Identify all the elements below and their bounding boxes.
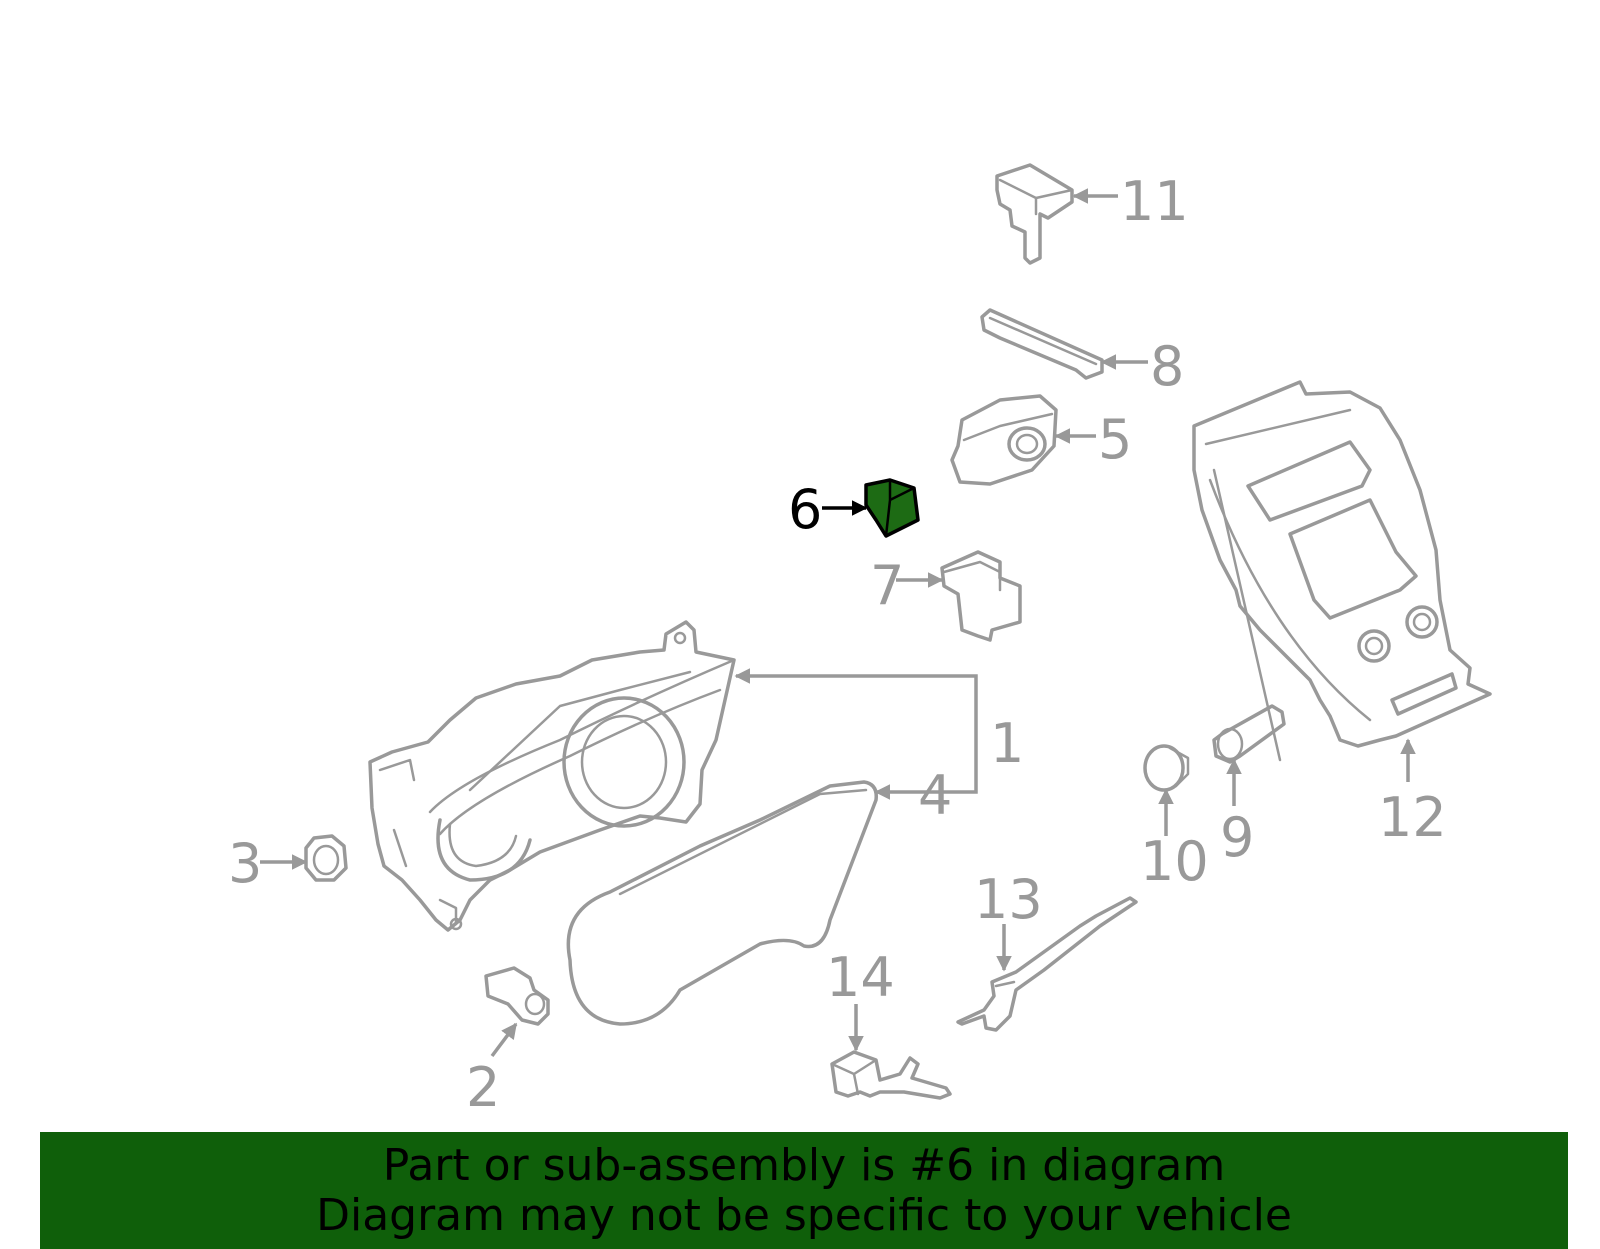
callout-7: 7 xyxy=(870,554,904,617)
part-5-ignition-bezel xyxy=(950,394,1058,486)
callout-9: 9 xyxy=(1220,806,1254,869)
part-1-instrument-cluster xyxy=(368,620,736,932)
callout-12: 12 xyxy=(1378,786,1447,849)
info-banner: Part or sub-assembly is #6 in diagram Di… xyxy=(40,1132,1568,1249)
callout-10: 10 xyxy=(1140,830,1209,893)
part-10-knob xyxy=(1143,744,1190,792)
part-7-switch xyxy=(940,550,1022,642)
callout-13: 13 xyxy=(974,868,1043,931)
callout-6: 6 xyxy=(788,478,822,541)
callout-14: 14 xyxy=(826,946,895,1009)
callout-1: 1 xyxy=(990,712,1024,775)
part-13-bracket xyxy=(956,896,1138,1032)
callout-2: 2 xyxy=(466,1056,500,1119)
part-6-switch-highlighted xyxy=(864,478,920,538)
part-3-push-clip xyxy=(304,834,348,882)
callout-11: 11 xyxy=(1120,170,1189,233)
callout-4: 4 xyxy=(918,764,952,827)
part-11-switch xyxy=(995,163,1074,265)
callout-5: 5 xyxy=(1098,408,1132,471)
banner-line-1: Part or sub-assembly is #6 in diagram xyxy=(382,1139,1226,1191)
leader-lines xyxy=(260,188,1416,1058)
callout-8: 8 xyxy=(1150,335,1184,398)
part-12-console-bezel xyxy=(1192,380,1492,762)
banner-line-2: Diagram may not be specific to your vehi… xyxy=(316,1189,1292,1241)
part-14-connector xyxy=(830,1050,952,1100)
part-2-screw xyxy=(484,966,550,1026)
callout-3: 3 xyxy=(228,832,262,895)
callout-labels: 11 8 5 6 7 1 4 3 2 14 13 10 9 12 xyxy=(228,170,1447,1119)
part-8-trim-strip xyxy=(980,308,1104,380)
